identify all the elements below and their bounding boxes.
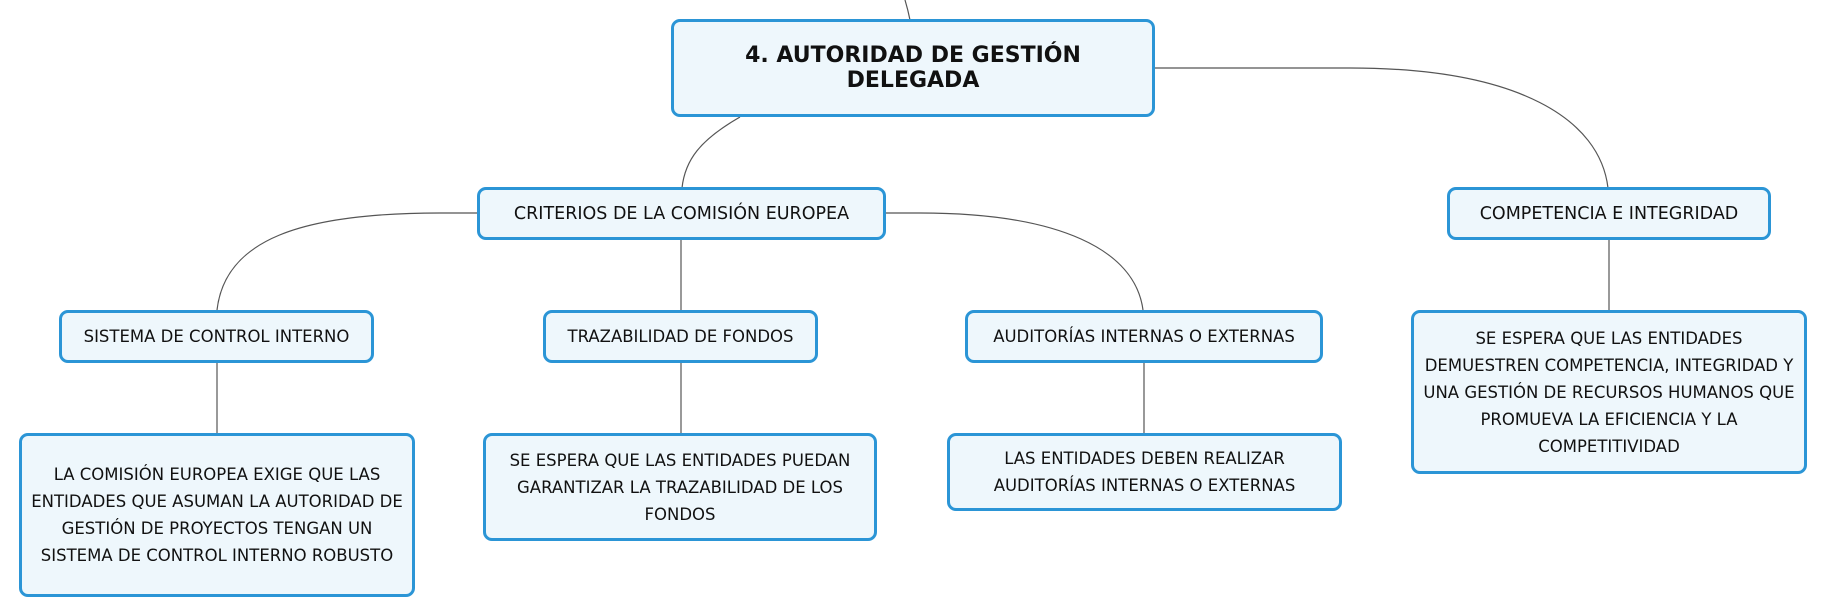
subtopic-control-node[interactable]: SISTEMA DE CONTROL INTERNO xyxy=(59,310,374,363)
detail-control-text: LA COMISIÓN EUROPEA EXIGE QUE LAS ENTIDA… xyxy=(31,465,403,565)
detail-competencia-text: SE ESPERA QUE LAS ENTIDADES DEMUESTREN C… xyxy=(1423,328,1795,456)
detail-trazabilidad-node[interactable]: SE ESPERA QUE LAS ENTIDADES PUEDAN GARAN… xyxy=(483,433,877,541)
subtopic-trazabilidad-node[interactable]: TRAZABILIDAD DE FONDOS xyxy=(543,310,818,363)
branch-criterios-node[interactable]: CRITERIOS DE LA COMISIÓN EUROPEA xyxy=(477,187,886,240)
detail-auditorias-node[interactable]: LAS ENTIDADES DEBEN REALIZAR AUDITORÍAS … xyxy=(947,433,1342,511)
branch-criterios-label: CRITERIOS DE LA COMISIÓN EUROPEA xyxy=(513,203,850,224)
root-node-label: 4. AUTORIDAD DE GESTIÓN DELEGADA xyxy=(745,43,1081,93)
connector-parent-to-root xyxy=(904,0,911,21)
detail-competencia-node[interactable]: SE ESPERA QUE LAS ENTIDADES DEMUESTREN C… xyxy=(1411,310,1807,474)
subtopic-trazabilidad-label: TRAZABILIDAD DE FONDOS xyxy=(567,327,794,346)
detail-auditorias-text: LAS ENTIDADES DEBEN REALIZAR AUDITORÍAS … xyxy=(993,449,1296,495)
connector-root-to-competencia xyxy=(1155,67,1609,189)
detail-trazabilidad-text: SE ESPERA QUE LAS ENTIDADES PUEDAN GARAN… xyxy=(509,450,851,524)
root-node[interactable]: 4. AUTORIDAD DE GESTIÓN DELEGADA xyxy=(671,19,1155,117)
subtopic-auditorias-label: AUDITORÍAS INTERNAS O EXTERNAS xyxy=(993,327,1295,346)
connector-criterios-to-control xyxy=(216,212,477,311)
detail-control-node[interactable]: LA COMISIÓN EUROPEA EXIGE QUE LAS ENTIDA… xyxy=(19,433,415,597)
branch-competencia-label: COMPETENCIA E INTEGRIDAD xyxy=(1479,203,1739,224)
subtopic-auditorias-node[interactable]: AUDITORÍAS INTERNAS O EXTERNAS xyxy=(965,310,1323,363)
connector-criterios-to-auditorias xyxy=(886,212,1144,311)
subtopic-control-label: SISTEMA DE CONTROL INTERNO xyxy=(83,327,350,346)
connector-root-to-criterios xyxy=(681,116,741,189)
branch-competencia-node[interactable]: COMPETENCIA E INTEGRIDAD xyxy=(1447,187,1771,240)
